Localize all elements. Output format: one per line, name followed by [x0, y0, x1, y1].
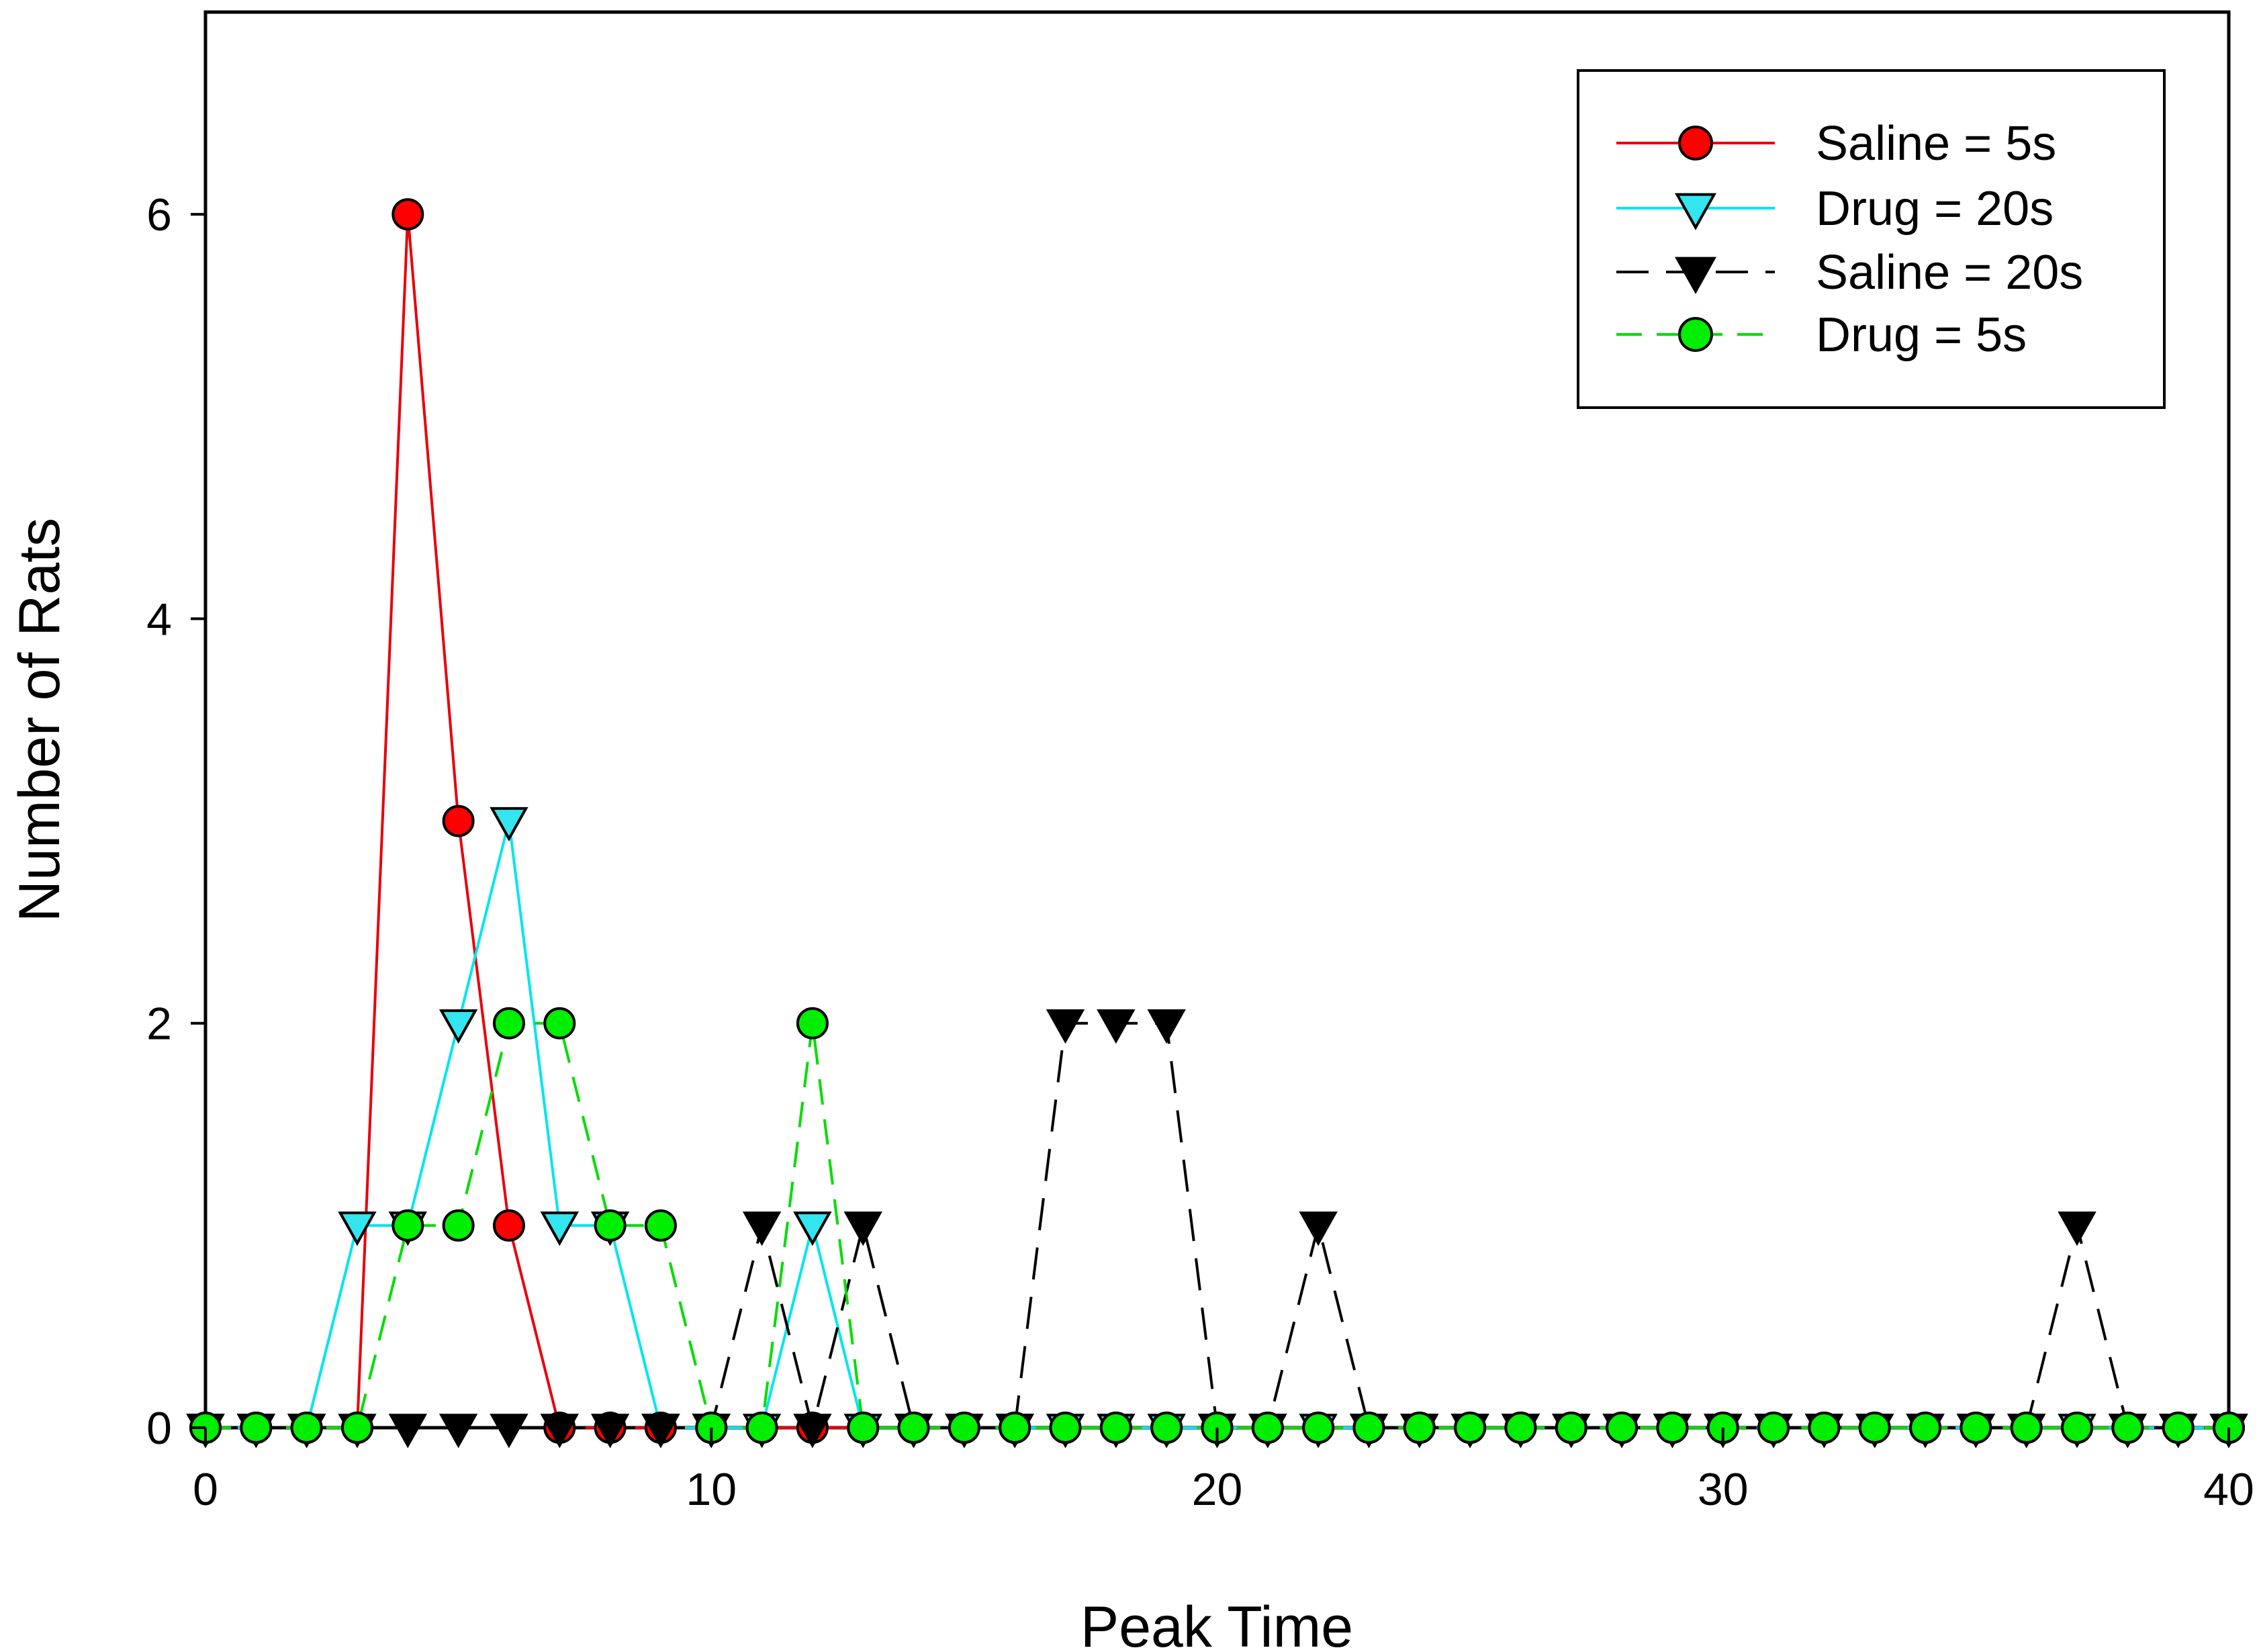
- data-point: [1656, 1412, 1689, 1444]
- plot-area: [186, 198, 2248, 1449]
- data-point: [796, 1007, 829, 1040]
- y-tick-label: 0: [146, 1403, 172, 1454]
- x-axis-title: Peak Time: [1080, 1595, 1353, 1652]
- data-point: [1150, 1412, 1183, 1444]
- legend-item: Drug = 5s: [1616, 308, 2027, 362]
- x-tick-label: 0: [193, 1464, 218, 1515]
- x-tick-label: 40: [2203, 1464, 2254, 1515]
- data-point: [442, 1209, 475, 1242]
- legend-marker: [1674, 193, 1717, 230]
- legend-item: Saline = 5s: [1616, 117, 2056, 171]
- data-point: [1858, 1412, 1891, 1444]
- data-point: [1555, 1412, 1587, 1444]
- data-point: [999, 1412, 1031, 1444]
- data-point: [391, 1209, 424, 1242]
- data-point: [490, 807, 528, 842]
- data-point: [1299, 1211, 1338, 1246]
- data-point: [1097, 1009, 1136, 1044]
- data-point: [1808, 1412, 1841, 1444]
- data-point: [240, 1412, 273, 1444]
- data-point: [1504, 1412, 1537, 1444]
- x-axis: 0 10 20 30 40: [193, 1428, 2254, 1515]
- data-point: [847, 1412, 880, 1444]
- data-point: [439, 1414, 478, 1449]
- x-tick-label: 20: [1192, 1464, 1243, 1515]
- data-point: [1352, 1412, 1385, 1444]
- legend-marker: [1678, 126, 1713, 160]
- legend-label: Drug = 5s: [1816, 308, 2027, 362]
- data-point: [492, 1007, 525, 1040]
- data-point: [490, 1414, 528, 1449]
- data-point: [2111, 1412, 2144, 1444]
- y-axis: 0 2 4 6: [146, 189, 205, 1454]
- y-tick-label: 6: [146, 189, 172, 240]
- data-point: [1099, 1412, 1132, 1444]
- legend-label: Saline = 20s: [1816, 246, 2083, 300]
- data-point: [540, 1211, 579, 1246]
- data-point: [540, 1414, 579, 1449]
- data-point: [439, 1009, 478, 1044]
- data-point: [391, 198, 424, 231]
- data-point: [1403, 1412, 1436, 1444]
- data-point: [492, 1209, 525, 1242]
- legend-marker: [1674, 257, 1717, 294]
- data-point: [644, 1209, 677, 1242]
- data-point: [594, 1209, 627, 1242]
- data-point: [897, 1412, 930, 1444]
- data-point: [1147, 1009, 1186, 1044]
- y-tick-label: 4: [146, 594, 172, 645]
- data-point: [745, 1412, 778, 1444]
- data-point: [1302, 1412, 1335, 1444]
- y-axis-title: Number of Rats: [7, 518, 72, 922]
- legend-label: Drug = 20s: [1816, 182, 2054, 236]
- data-point: [290, 1412, 323, 1444]
- data-point: [1757, 1412, 1790, 1444]
- x-tick-label: 30: [1698, 1464, 1749, 1515]
- data-point: [1454, 1412, 1487, 1444]
- x-tick-label: 10: [686, 1464, 737, 1515]
- data-point: [1960, 1412, 1992, 1444]
- series-line-2: [205, 821, 2229, 1429]
- legend-label: Saline = 5s: [1816, 117, 2056, 171]
- data-point: [793, 1211, 832, 1246]
- data-point: [340, 1412, 373, 1444]
- data-point: [641, 1414, 680, 1449]
- data-point: [843, 1211, 882, 1246]
- data-point: [948, 1412, 980, 1444]
- data-point: [1909, 1412, 1942, 1444]
- y-tick-label: 2: [146, 999, 172, 1050]
- data-point: [1049, 1412, 1082, 1444]
- data-point: [742, 1211, 782, 1246]
- data-point: [388, 1414, 428, 1449]
- data-point: [590, 1414, 630, 1449]
- legend-item: Saline = 20s: [1616, 246, 2083, 300]
- data-point: [2010, 1412, 2043, 1444]
- data-point: [338, 1211, 377, 1246]
- data-point: [1046, 1009, 1085, 1044]
- data-point: [2061, 1412, 2094, 1444]
- data-point: [1606, 1412, 1639, 1444]
- data-point: [2162, 1412, 2195, 1444]
- data-point: [442, 805, 475, 837]
- data-point: [1251, 1412, 1284, 1444]
- data-point: [543, 1007, 576, 1040]
- legend-marker: [1678, 317, 1713, 352]
- data-point: [793, 1414, 832, 1449]
- data-point: [2058, 1211, 2096, 1246]
- legend-box: [1577, 69, 2166, 409]
- legend-item: Drug = 20s: [1616, 182, 2054, 236]
